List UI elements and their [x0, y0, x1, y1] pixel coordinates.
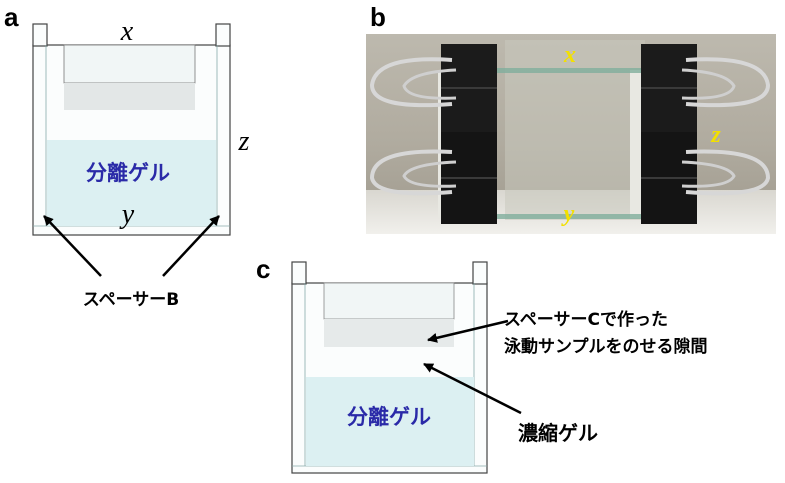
panel-a-letter: a: [4, 2, 19, 32]
clip-wire-handle: [681, 68, 736, 100]
clip-wire-handle: [402, 68, 457, 100]
separating-gel: [47, 140, 216, 226]
photo-x-label: x: [563, 42, 576, 68]
sample-loading-gap: [324, 319, 454, 347]
sample-gap-label-line2: 泳動サンプルをのせる隙間: [504, 336, 708, 357]
arrow-to-spacer-left: [43, 215, 102, 277]
plate-tab-right: [215, 23, 231, 47]
separating-gel-label: 分離ゲル: [347, 405, 431, 429]
y-dimension-label: y: [119, 199, 135, 230]
plate-tab-right: [472, 261, 488, 285]
comb: [63, 44, 196, 84]
separating-gel-label: 分離ゲル: [86, 161, 170, 185]
panel-c: c 分離ゲル スペーサーCで作った 泳動サンプルをのせる隙間 濃縮ゲル: [256, 254, 708, 474]
arrow-to-sample-gap: [427, 319, 509, 343]
binder-clips-left: [369, 44, 497, 224]
panel-a: a 分離ゲル x y z スペーサーB: [4, 2, 250, 310]
plate-tab-left: [291, 261, 307, 285]
photo-y-label: y: [561, 201, 575, 227]
spacer-b-label: スペーサーB: [83, 290, 179, 310]
x-dimension-label: x: [120, 16, 134, 47]
panel-b-letter: b: [370, 2, 386, 32]
panel-b: b: [366, 2, 776, 234]
clip-wire-handle: [681, 160, 736, 188]
glass-top-edge: [446, 68, 644, 73]
arrow-to-spacer-right: [162, 215, 220, 277]
clip-wire-handle: [402, 160, 457, 188]
comb-shadow: [64, 83, 195, 110]
stacking-gel-label: 濃縮ゲル: [518, 421, 598, 445]
clip-wire-handle: [685, 57, 771, 108]
separating-gel: [306, 377, 474, 466]
clip-wire-handle: [685, 149, 771, 196]
arrow-to-stacking-gel: [423, 362, 522, 415]
gel-cassette-photo: x z y: [366, 34, 776, 234]
plate-tab-left: [32, 23, 48, 47]
binder-clips-right: [641, 44, 771, 224]
clip-wire-handle: [369, 149, 453, 196]
photo-z-label: z: [710, 122, 721, 148]
clip-wire-handle: [369, 57, 453, 108]
glass-bottom-edge: [446, 214, 644, 219]
z-dimension-label: z: [238, 126, 250, 157]
panel-c-letter: c: [256, 254, 270, 284]
spacer-c-gap: [323, 282, 455, 320]
sample-gap-label-line1: スペーサーCで作った: [504, 309, 668, 330]
